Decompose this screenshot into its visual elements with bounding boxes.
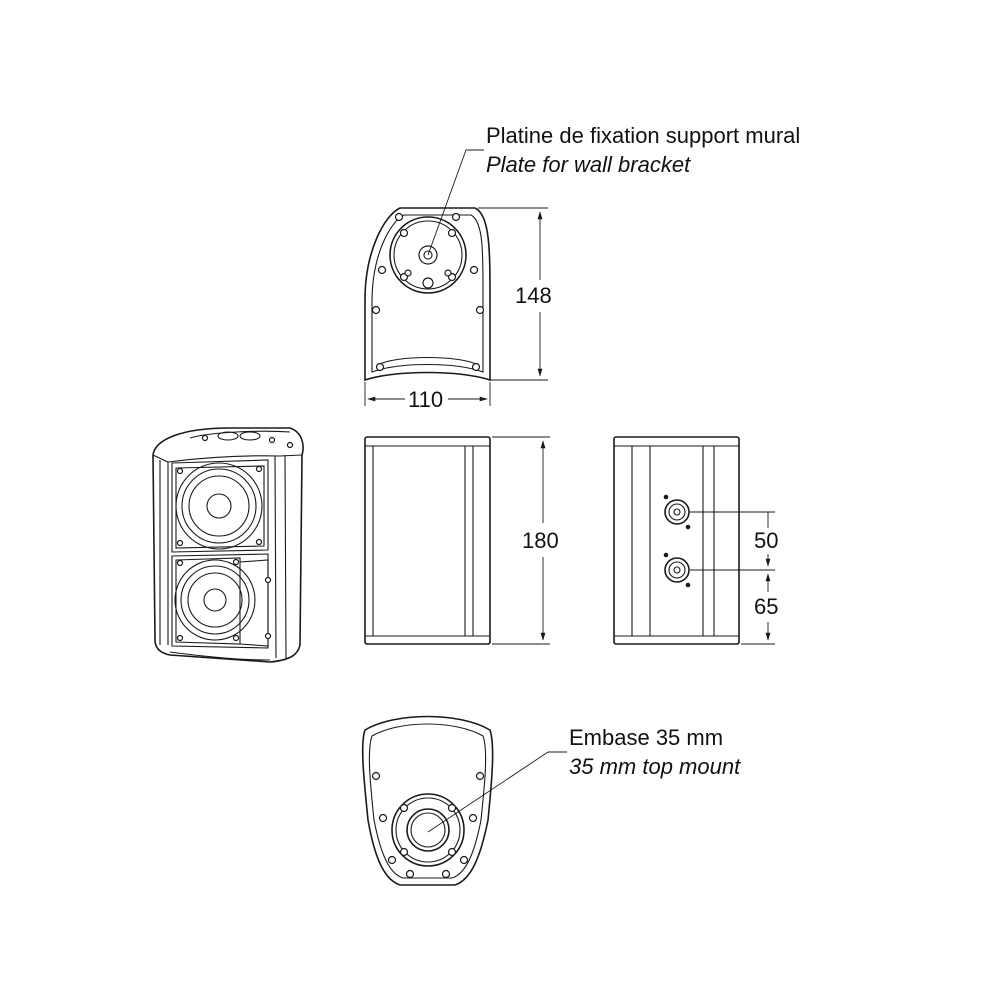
rear-view bbox=[613, 436, 740, 645]
side-view bbox=[364, 436, 491, 645]
wall-bracket-plate bbox=[389, 216, 467, 294]
connector-spacing-value: 50 bbox=[754, 528, 778, 553]
wall-plate-leader bbox=[427, 149, 467, 256]
width-value: 110 bbox=[408, 387, 443, 412]
top-mount-label-fr: Embase 35 mm bbox=[569, 725, 723, 750]
depth-dimension: 148 bbox=[478, 207, 552, 381]
top-mount-label-en: 35 mm top mount bbox=[569, 754, 741, 779]
connector-bottom-value: 65 bbox=[754, 594, 778, 619]
top-view bbox=[364, 207, 491, 382]
connector-dimensions: 50 65 bbox=[690, 511, 778, 645]
upper-woofer bbox=[171, 459, 269, 553]
width-dimension: 110 bbox=[364, 382, 491, 412]
depth-value: 148 bbox=[515, 283, 552, 308]
top-mount-leader bbox=[427, 751, 549, 833]
upper-connector bbox=[663, 494, 691, 530]
lower-woofer bbox=[171, 553, 272, 649]
wall-plate-label-fr: Platine de fixation support mural bbox=[486, 123, 800, 148]
height-value: 180 bbox=[522, 528, 559, 553]
wall-plate-label-en: Plate for wall bracket bbox=[486, 152, 691, 177]
top-mount-socket bbox=[391, 793, 465, 867]
perspective-view bbox=[152, 427, 304, 663]
height-dimension: 180 bbox=[492, 436, 559, 645]
lower-connector bbox=[663, 552, 691, 588]
bottom-view bbox=[361, 715, 494, 886]
